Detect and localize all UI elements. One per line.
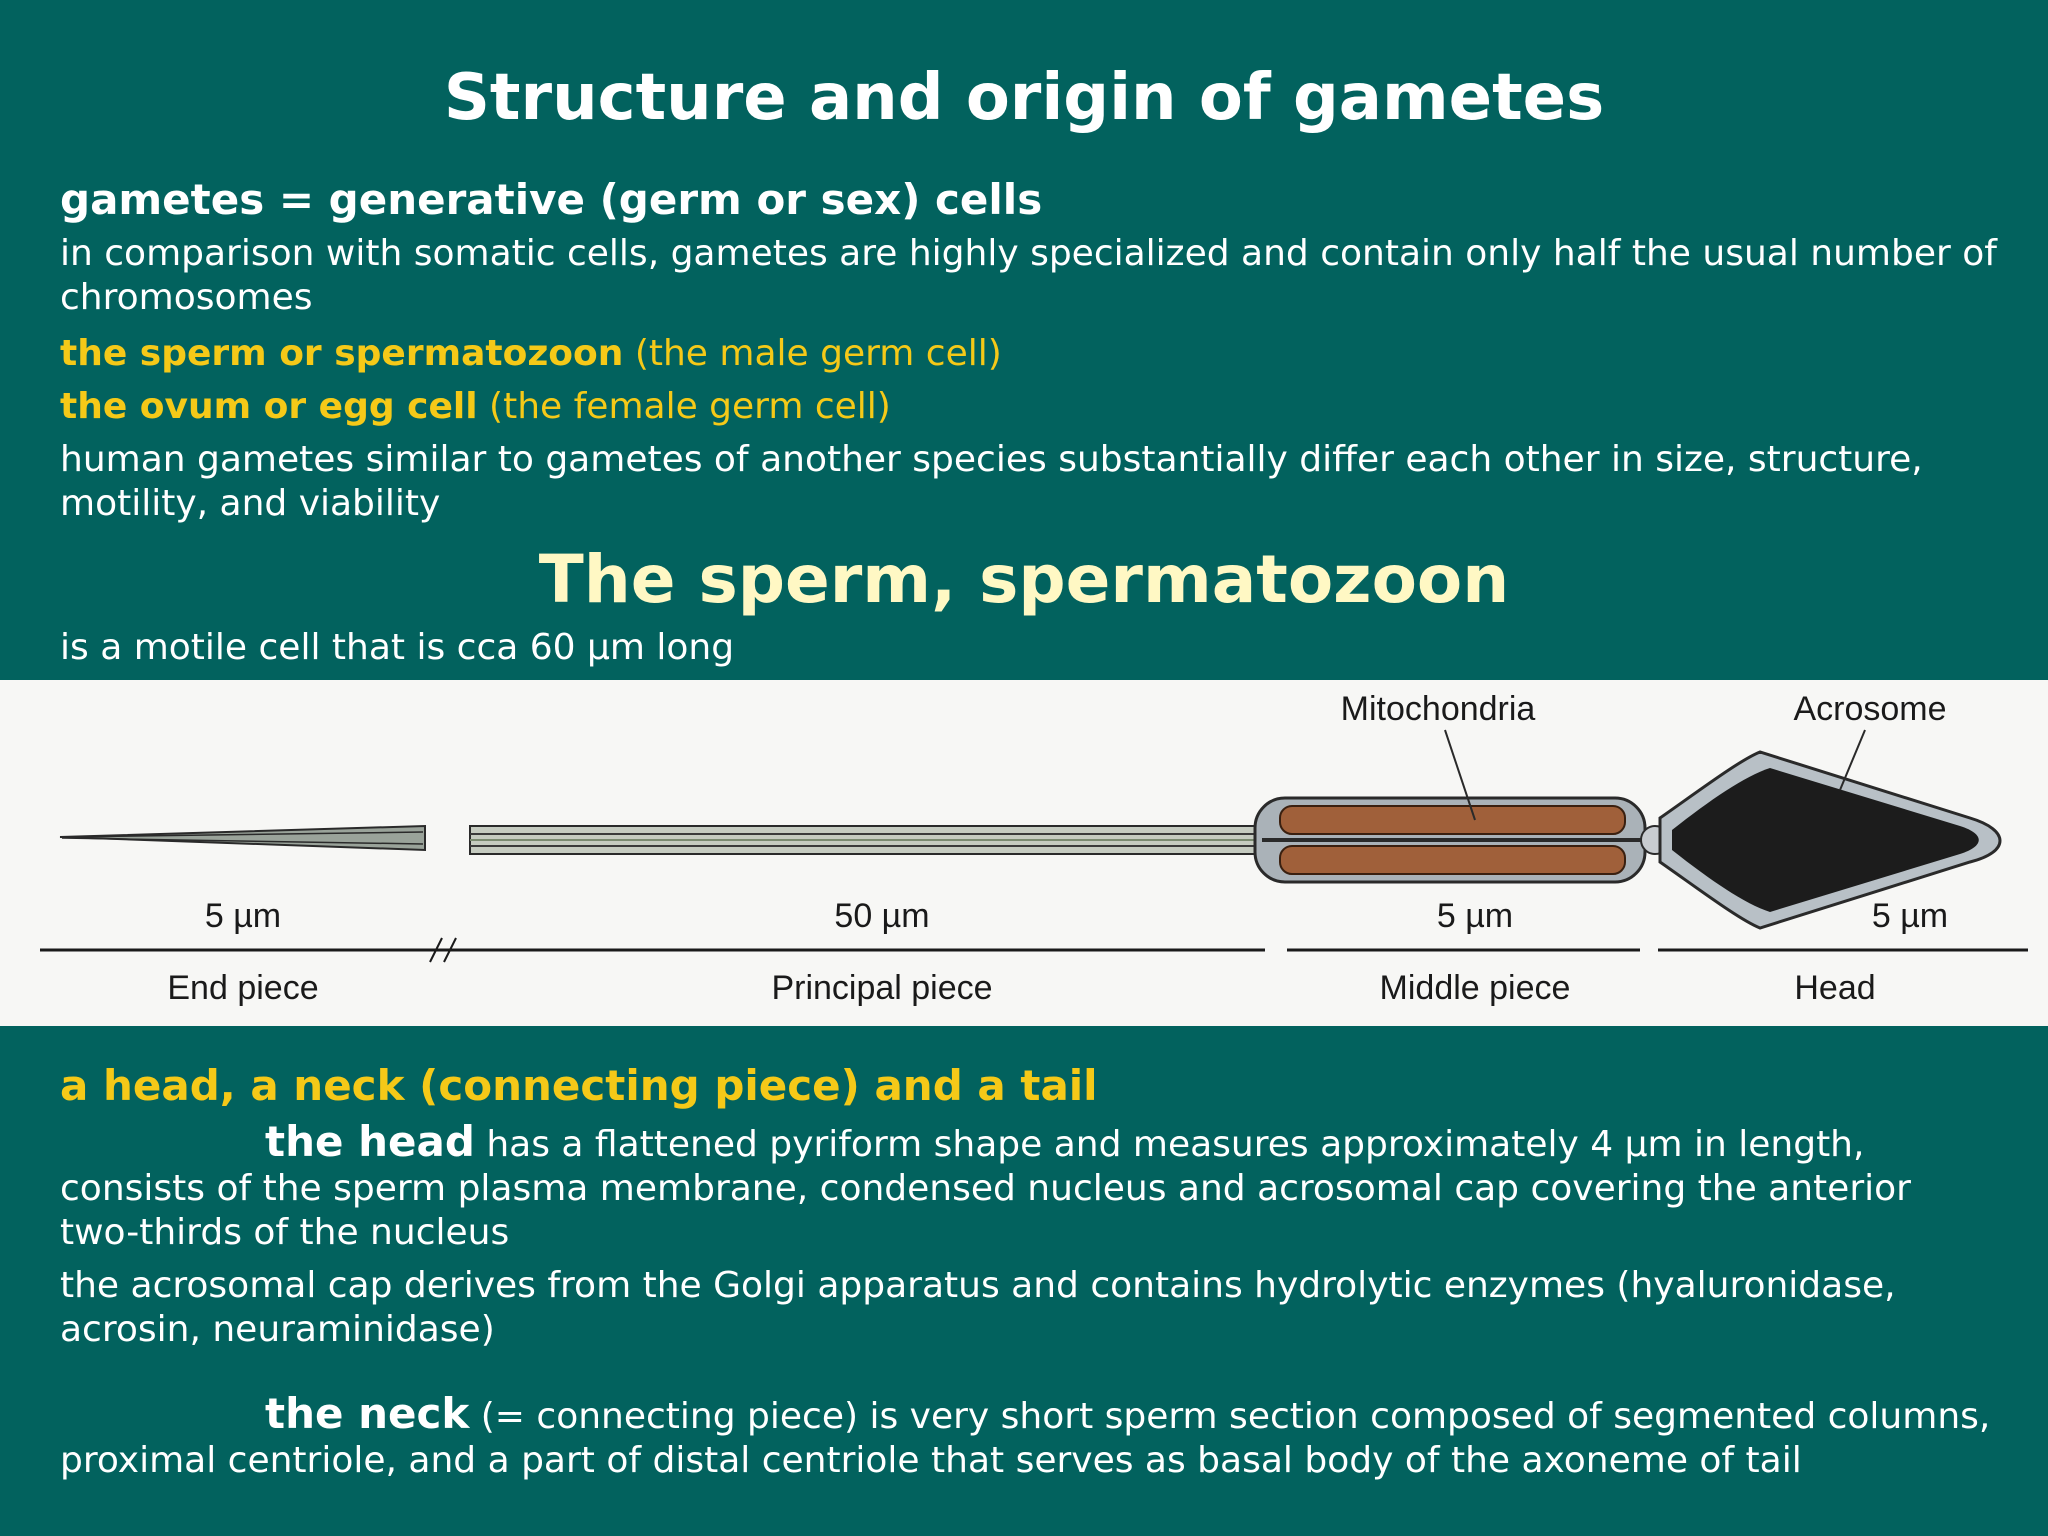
label-mitochondria: Mitochondria: [1341, 690, 1536, 728]
mitochondria-upper: [1279, 805, 1626, 835]
acrosome-pointer: [1839, 729, 1866, 791]
sperm-diagram-svg: Mitochondria Acrosome 5 µm 50 µm 5 µm 5 …: [40, 690, 2028, 1007]
ovum-line-strong: the ovum or egg cell: [60, 386, 478, 427]
size-principal-piece: 50 µm: [834, 897, 929, 935]
sperm-line: the sperm or spermatozoon (the male germ…: [60, 332, 2000, 376]
end-piece-line: [61, 837, 424, 845]
segment-end-piece: End piece: [167, 969, 318, 1007]
size-head: 5 µm: [1872, 897, 1948, 935]
neck-paragraph-rest: (= connecting piece) is very short sperm…: [60, 1396, 1991, 1481]
size-middle-piece: 5 µm: [1437, 897, 1513, 935]
head-paragraph-rest: has a flattened pyriform shape and measu…: [60, 1124, 1911, 1253]
neck-paragraph: the neck (= connecting piece) is very sh…: [60, 1392, 2000, 1483]
gametes-definition: gametes = generative (germ or sex) cells: [60, 175, 1043, 224]
neck-paragraph-strong: the neck: [265, 1389, 470, 1438]
size-end-piece: 5 µm: [205, 897, 281, 935]
segment-middle-piece: Middle piece: [1380, 969, 1571, 1007]
label-acrosome: Acrosome: [1793, 690, 1946, 728]
acrosomal-paragraph: the acrosomal cap derives from the Golgi…: [60, 1265, 1896, 1350]
mitochondria-pointer: [1444, 729, 1476, 821]
head-paragraph: the head has a flattened pyriform shape …: [60, 1120, 2000, 1255]
mitochondria-lower: [1279, 845, 1626, 875]
end-piece-shape: [59, 824, 426, 852]
ovum-line: the ovum or egg cell (the female germ ce…: [60, 385, 2000, 429]
sperm-line-strong: the sperm or spermatozoon: [60, 333, 624, 374]
sperm-line-rest: (the male germ cell): [623, 333, 1002, 374]
ovum-line-rest: (the female germ cell): [477, 386, 891, 427]
segment-principal-piece: Principal piece: [771, 969, 992, 1007]
comparison-text: in comparison with somatic cells, gamete…: [60, 233, 1997, 318]
end-piece-line: [61, 831, 424, 838]
slide-title: Structure and origin of gametes: [443, 61, 1605, 135]
sperm-diagram: Mitochondria Acrosome 5 µm 50 µm 5 µm 5 …: [0, 680, 2048, 1026]
head-paragraph-strong: the head: [265, 1117, 475, 1166]
motile-text: is a motile cell that is cca 60 µm long: [60, 627, 735, 668]
segment-head: Head: [1794, 969, 1875, 1007]
sperm-subtitle: The sperm, spermatozoon: [538, 541, 1510, 618]
scale-break-mark: [429, 937, 443, 963]
nucleus-shape: [1672, 768, 1979, 912]
scale-break-mark: [443, 937, 457, 963]
human-gametes-text: human gametes similar to gametes of anot…: [60, 439, 1923, 524]
parts-heading: a head, a neck (connecting piece) and a …: [60, 1061, 1098, 1110]
